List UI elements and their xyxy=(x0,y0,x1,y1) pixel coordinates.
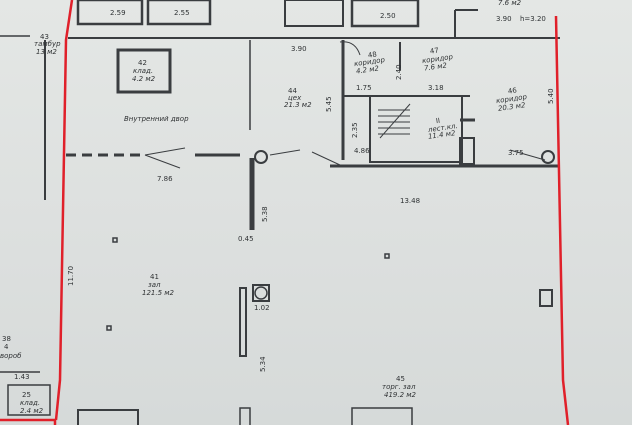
dim-175: 1.75 xyxy=(356,84,372,92)
room-44-area: 21.3 м2 xyxy=(284,101,312,109)
room-43-number: 43 xyxy=(40,33,49,41)
dim-top-d: 3.90 xyxy=(496,15,512,23)
room-top-1 xyxy=(76,0,144,26)
room-25-name: клад. xyxy=(20,399,41,407)
room-25-number: 25 xyxy=(22,391,31,399)
room-top-4 xyxy=(350,0,420,28)
room-43-name: тамбур xyxy=(34,40,61,48)
room-41-name: зал xyxy=(148,281,161,289)
room-38-extra: вороб xyxy=(0,352,22,360)
dim-240: 2.40 xyxy=(395,64,403,80)
room-42-area: 4.2 м2 xyxy=(132,75,156,83)
dim-143: 1.43 xyxy=(14,373,30,381)
room-42-number: 42 xyxy=(138,59,147,67)
room-38-number: 38 xyxy=(2,335,11,343)
room-44-name: цех xyxy=(288,94,302,102)
room-45-name: торг. зал xyxy=(382,383,416,391)
dim-318: 3.18 xyxy=(428,84,444,92)
dim-1348: 13.48 xyxy=(400,197,421,205)
dim-540: 5.40 xyxy=(547,88,555,104)
dim-top-b: 2.55 xyxy=(174,9,190,17)
dim-545: 5.45 xyxy=(325,96,333,112)
room-top-2 xyxy=(146,0,212,26)
dim-top-c: 2.50 xyxy=(380,12,396,20)
area-top-right: 7.6 м2 xyxy=(498,0,522,7)
dim-235: 2.35 xyxy=(351,122,359,138)
column-2 xyxy=(541,150,555,164)
stair-walls xyxy=(369,95,463,163)
dim-102: 1.02 xyxy=(254,304,270,312)
column-1 xyxy=(254,150,268,164)
dim-045: 0.45 xyxy=(238,235,254,243)
room-38-name: 4 xyxy=(4,343,9,351)
dim-786: 7.86 xyxy=(157,175,173,183)
dim-538: 5.38 xyxy=(261,206,269,222)
room-43-area: 13 м2 xyxy=(36,48,57,56)
room-25-area: 2.4 м2 xyxy=(20,407,44,415)
room-42-name: клад. xyxy=(133,67,154,75)
dim-top-a: 2.59 xyxy=(110,9,126,17)
room-45-number: 45 xyxy=(396,375,405,383)
dim-390: 3.90 xyxy=(291,45,307,53)
room-45-area: 419.2 м2 xyxy=(384,391,416,399)
room-top-3 xyxy=(284,0,344,27)
height-label: h=3.20 xyxy=(520,15,546,23)
dim-375: 3.75 xyxy=(508,149,524,157)
dim-486: 4.86 xyxy=(354,147,370,155)
room-41-area: 121.5 м2 xyxy=(142,289,174,297)
dim-1170: 11.70 xyxy=(67,265,75,286)
room-42-walls xyxy=(116,48,172,94)
courtyard-label: Внутренний двор xyxy=(124,115,189,123)
dim-534: 5.34 xyxy=(259,356,267,372)
red-boundary xyxy=(0,0,570,425)
room-41-number: 41 xyxy=(150,273,159,281)
room-44-number: 44 xyxy=(288,87,297,95)
